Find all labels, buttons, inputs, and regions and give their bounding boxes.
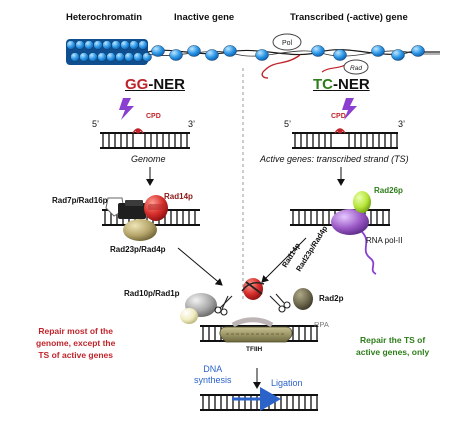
nucleosome-icon <box>411 45 425 57</box>
tc-diagonal-labels: Rad14p Rad23p/Rad4p <box>280 224 329 273</box>
nucleosome-icon <box>124 52 134 62</box>
nucleosome-icon <box>169 49 183 61</box>
tc-lightning-icon <box>342 98 357 120</box>
nucleosome-icon <box>151 45 165 57</box>
transcribed-gene-label: Transcribed (-active) gene <box>290 12 408 23</box>
rna-pol-ii-blob <box>331 209 377 275</box>
nucleosome-icon <box>138 40 148 50</box>
nucleosome-icon <box>205 49 219 61</box>
nucleosome-row <box>151 45 425 61</box>
gg-cpd-marker <box>132 128 144 134</box>
nucleosome-icon <box>187 45 201 57</box>
ligation-label: Ligation <box>271 378 303 388</box>
nucleosome-icon <box>75 40 85 50</box>
dna-synthesis-line-1: DNA <box>203 364 223 374</box>
rad23p-rad4p-label: Rad23p/Rad4p <box>110 245 166 254</box>
nucleosome-icon <box>111 40 121 50</box>
rad7p-rad16p-label: Rad7p/Rad16p <box>52 196 108 205</box>
rad14p-blob <box>144 195 168 221</box>
rad14p-label: Rad14p <box>164 192 193 201</box>
gg-title-part: GG <box>125 76 149 93</box>
rpa-label: RPA <box>314 320 329 329</box>
gg-arrow-diagonal <box>177 247 223 286</box>
tfiih-label: TFIIH <box>246 346 263 353</box>
nucleosome-icon <box>333 49 347 61</box>
nucleosome-icon <box>223 45 237 57</box>
gg-note-line-3: TS of active genes <box>38 350 113 360</box>
rad2p-blob <box>293 288 313 310</box>
tc-title-part: TC <box>313 76 333 93</box>
heterochromatin-label: Heterochromatin <box>66 12 143 23</box>
rad-label: Rad <box>350 65 362 72</box>
nucleosome-icon <box>129 40 139 50</box>
tc-genome-caption: Active genes: transcribed strand (TS) <box>260 154 409 164</box>
gg-cpd-label: CPD <box>146 113 161 120</box>
tc-dna-duplex <box>292 132 398 149</box>
tfiih-complex <box>219 326 293 343</box>
dna-synthesis-label: DNA synthesis <box>194 364 232 386</box>
nucleosome-icon <box>133 52 143 62</box>
rad26p-label: Rad26p <box>374 186 403 195</box>
gg-three-prime: 3’ <box>188 119 196 129</box>
nucleosome-icon <box>93 40 103 50</box>
gg-genome-caption: Genome <box>131 154 166 164</box>
rad7-rad16-complex <box>105 197 146 219</box>
nucleosome-icon <box>391 49 405 61</box>
rad-oval: Rad <box>343 59 369 75</box>
tc-cpd-marker <box>334 128 346 134</box>
tc-repair-note: Repair the TS of active genes, only <box>356 334 429 358</box>
nucleosome-icon <box>115 52 125 62</box>
tc-note-line-2: active genes, only <box>356 347 430 357</box>
rpa-strand <box>231 317 274 328</box>
nucleosome-icon <box>66 40 76 50</box>
rna-transcript <box>261 54 301 79</box>
gg-ner-title: GG-NER <box>125 76 185 93</box>
tc-five-prime: 5’ <box>284 119 292 129</box>
gg-note-line-1: Repair most of the <box>38 326 113 336</box>
chromatin-fiber: Pol Rad <box>66 33 440 79</box>
nucleosome-icon <box>255 49 269 61</box>
pol-oval: Pol <box>272 33 302 51</box>
nucleosome-icon <box>97 52 107 62</box>
nucleosome-icon <box>311 45 325 57</box>
gg-ner-title-suffix: -NER <box>148 76 186 93</box>
tc-arrow-diagonal <box>261 237 307 283</box>
nucleosome-icon <box>79 52 89 62</box>
tc-three-prime: 3’ <box>398 119 406 129</box>
heterochromatin-block <box>66 39 152 65</box>
dna-synthesis-line-2: synthesis <box>194 375 232 385</box>
tc-note-line-1: Repair the TS of <box>360 335 426 345</box>
nucleosome-icon <box>70 52 80 62</box>
repaired-dna <box>200 394 318 411</box>
rad10-rad1-blob <box>180 293 217 324</box>
gg-repair-note: Repair most of the genome, except the TS… <box>36 325 115 361</box>
scissors-right-icon <box>269 293 291 313</box>
inactive-gene-label: Inactive gene <box>174 12 235 23</box>
gg-five-prime: 5’ <box>92 119 100 129</box>
nucleosome-icon <box>371 45 385 57</box>
gg-note-line-2: genome, except the <box>36 338 116 348</box>
tc-ner-title-suffix: -NER <box>333 76 370 93</box>
rad14p-center-blob <box>241 278 265 300</box>
rad26p-blob <box>353 191 371 213</box>
pol-label: Pol <box>282 40 293 47</box>
nucleosome-icon <box>84 40 94 50</box>
nucleosome-icon <box>102 40 112 50</box>
nucleosome-icon <box>106 52 116 62</box>
tc-cpd-label: CPD <box>331 113 346 120</box>
rad10p-rad1p-label: Rad10p/Rad1p <box>124 289 180 298</box>
nucleosome-icon <box>142 52 152 62</box>
nucleosome-icon <box>120 40 130 50</box>
rna-pol-ii-label: RNA pol-II <box>366 236 403 245</box>
gg-dna-duplex <box>100 132 190 149</box>
scissors-left-icon <box>214 295 233 316</box>
rad2p-label: Rad2p <box>319 294 344 303</box>
tc-ner-title: TC-NER <box>313 76 370 93</box>
gg-lightning-icon <box>119 98 134 120</box>
rad23-rad4-blob <box>123 219 157 241</box>
nucleosome-icon <box>88 52 98 62</box>
